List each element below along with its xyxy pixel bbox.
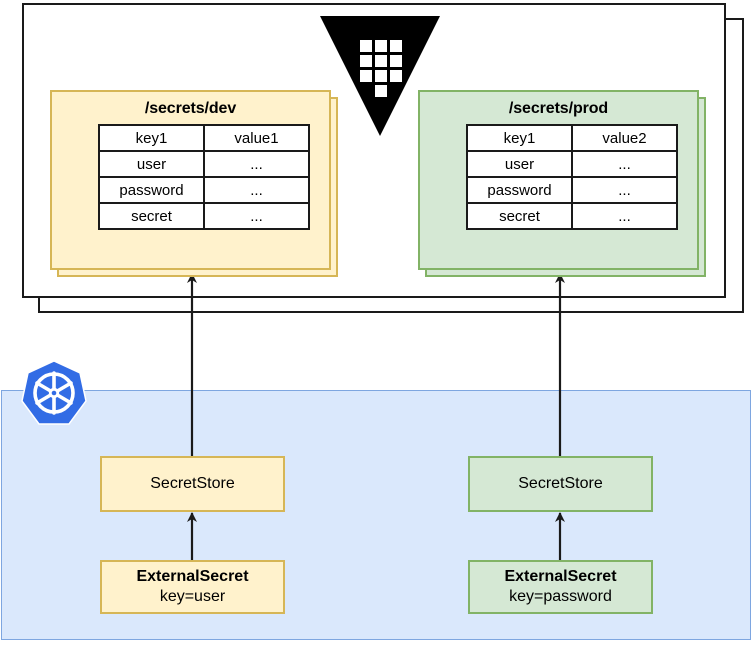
secret-key-cell: secret [466, 202, 573, 230]
table-row: user ... [98, 150, 310, 178]
secretstore-label: SecretStore [518, 475, 603, 493]
externalsecret-detail: key=password [509, 588, 612, 605]
secret-path-title-prod: /secrets/prod [508, 100, 609, 117]
secret-value-cell: ... [571, 176, 678, 204]
secret-key-cell: password [466, 176, 573, 204]
secretstore-box-dev[interactable]: SecretStore [100, 456, 285, 512]
table-row: secret ... [98, 202, 310, 230]
table-row: password ... [98, 176, 310, 204]
kubernetes-logo [18, 360, 90, 430]
secret-path-card-dev-front: /secrets/dev key1 value1 user ... passwo… [50, 90, 331, 270]
table-row: key1 value2 [466, 124, 678, 152]
table-row: password ... [466, 176, 678, 204]
secret-value-cell: ... [203, 150, 310, 178]
table-row: secret ... [466, 202, 678, 230]
secret-value-cell: ... [571, 150, 678, 178]
secret-kv-table-prod: key1 value2 user ... password ... secret… [466, 124, 678, 230]
secretstore-label: SecretStore [150, 475, 235, 493]
secret-key-cell: secret [98, 202, 205, 230]
secret-value-cell: ... [203, 202, 310, 230]
secret-key-cell: key1 [98, 124, 205, 152]
externalsecret-label: ExternalSecret [136, 568, 249, 586]
secret-path-card-prod[interactable]: /secrets/prod key1 value2 user ... passw… [418, 90, 708, 280]
secret-path-card-prod-front: /secrets/prod key1 value2 user ... passw… [418, 90, 699, 270]
secret-value-cell: ... [203, 176, 310, 204]
table-row: user ... [466, 150, 678, 178]
secret-value-cell: value1 [203, 124, 310, 152]
externalsecret-box-dev[interactable]: ExternalSecret key=user [100, 560, 285, 614]
table-row: key1 value1 [98, 124, 310, 152]
secret-path-card-dev[interactable]: /secrets/dev key1 value1 user ... passwo… [50, 90, 340, 280]
vault-logo [318, 10, 442, 138]
secretstore-box-prod[interactable]: SecretStore [468, 456, 653, 512]
externalsecret-detail: key=user [159, 588, 226, 605]
secret-value-cell: value2 [571, 124, 678, 152]
secret-path-title-dev: /secrets/dev [144, 100, 237, 117]
secret-key-cell: user [98, 150, 205, 178]
secret-key-cell: user [466, 150, 573, 178]
externalsecret-label: ExternalSecret [504, 568, 617, 586]
externalsecret-box-prod[interactable]: ExternalSecret key=password [468, 560, 653, 614]
secret-value-cell: ... [571, 202, 678, 230]
secret-key-cell: password [98, 176, 205, 204]
secret-key-cell: key1 [466, 124, 573, 152]
secret-kv-table-dev: key1 value1 user ... password ... secret… [98, 124, 310, 230]
